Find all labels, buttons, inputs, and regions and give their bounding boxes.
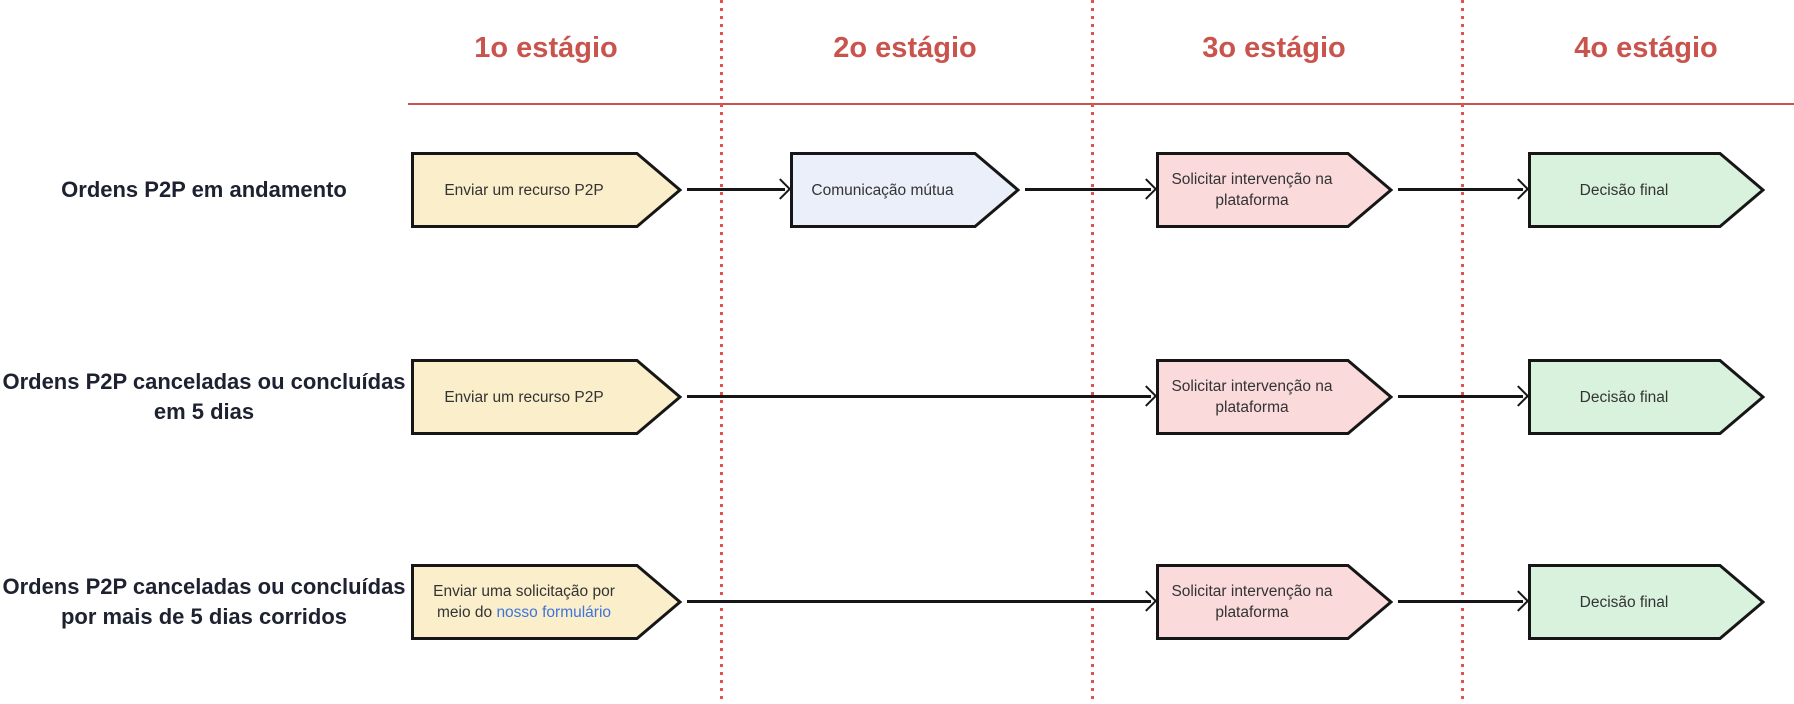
step-text: Solicitar intervenção na plataforma — [1156, 152, 1393, 228]
step-text-line: Decisão final — [1579, 593, 1669, 611]
step-text-line: Solicitar intervenção na — [1171, 583, 1333, 600]
row-label: Ordens P2P canceladas ou concluídas por … — [2, 564, 406, 640]
step-text-line: Decisão final — [1579, 388, 1669, 406]
step-text-line: plataforma — [1215, 192, 1289, 209]
row-label: Ordens P2P canceladas ou concluídas em 5… — [2, 359, 406, 435]
step-box-final-decision: Decisão final — [1528, 359, 1765, 435]
step-text: Decisão final — [1528, 152, 1765, 228]
step-text-line: Enviar uma solicitação por — [433, 583, 615, 600]
pentagon-shape — [411, 359, 682, 435]
step-text-line: plataforma — [1215, 399, 1289, 416]
step-box-final-decision: Decisão final — [1528, 152, 1765, 228]
pentagon-shape — [790, 152, 1020, 228]
step-text-line: Enviar um recurso P2P — [444, 181, 604, 199]
row-label-line: em 5 dias — [153, 399, 255, 424]
step-text: Solicitar intervenção na plataforma — [1156, 564, 1393, 640]
step-text: Enviar um recurso P2P — [411, 152, 682, 228]
pentagon-shape — [1156, 359, 1393, 435]
stage-divider-line-1 — [720, 0, 723, 704]
step-box-final-decision: Decisão final — [1528, 564, 1765, 640]
step-text-line: Comunicação mútua — [811, 181, 954, 199]
row-label-line: Ordens P2P canceladas ou concluídas — [2, 574, 406, 599]
step-text-line: Solicitar intervenção na — [1171, 171, 1333, 188]
step-text-prefix: meio do — [436, 604, 497, 621]
stage-header-4: 4o estágio — [1574, 32, 1718, 64]
pentagon-shape — [1528, 564, 1765, 640]
step-text: Comunicação mútua — [790, 152, 1020, 228]
pentagon-shape — [411, 564, 682, 640]
pentagon-shape — [1156, 152, 1393, 228]
flow-arrow — [1025, 188, 1151, 191]
flow-row-orders-cancelled-within-5-days: Ordens P2P canceladas ou concluídas em 5… — [0, 359, 1794, 435]
step-text: Enviar uma solicitação por meio do nosso… — [411, 564, 682, 640]
step-text-line: meio do nosso formulário — [437, 602, 611, 623]
pentagon-shape — [1156, 564, 1393, 640]
step-box-request-platform-intervention: Solicitar intervenção na plataforma — [1156, 152, 1393, 228]
stage-divider-line-2 — [1091, 0, 1094, 704]
step-box-request-platform-intervention: Solicitar intervenção na plataforma — [1156, 564, 1393, 640]
step-box-send-request-via-form: Enviar uma solicitação por meio do nosso… — [411, 564, 682, 640]
flow-arrow — [687, 188, 785, 191]
flow-row-orders-cancelled-over-5-days: Ordens P2P canceladas ou concluídas por … — [0, 564, 1794, 640]
flow-row-orders-in-progress: Ordens P2P em andamento Enviar um recurs… — [0, 152, 1794, 228]
step-text: Decisão final — [1528, 359, 1765, 435]
stage-header-rule — [408, 103, 1794, 105]
stage-header-1: 1o estágio — [474, 32, 618, 64]
stage-header-2: 2o estágio — [833, 32, 977, 64]
pentagon-shape — [411, 152, 682, 228]
step-box-send-p2p-appeal: Enviar um recurso P2P — [411, 359, 682, 435]
step-box-send-p2p-appeal: Enviar um recurso P2P — [411, 152, 682, 228]
step-text-line: Enviar um recurso P2P — [444, 388, 604, 406]
stage-header-3: 3o estágio — [1202, 32, 1346, 64]
form-link[interactable]: nosso formulário — [496, 604, 612, 621]
step-text: Decisão final — [1528, 564, 1765, 640]
flow-arrow — [1398, 395, 1523, 398]
flow-arrow — [1398, 188, 1523, 191]
step-text: Solicitar intervenção na plataforma — [1156, 359, 1393, 435]
flow-arrow — [687, 600, 1151, 603]
row-label-line: por mais de 5 dias corridos — [60, 604, 348, 629]
row-label-line: Ordens P2P em andamento — [61, 177, 347, 202]
step-text-line: Decisão final — [1579, 181, 1669, 199]
flow-arrow — [1398, 600, 1523, 603]
pentagon-shape — [1528, 359, 1765, 435]
step-box-request-platform-intervention: Solicitar intervenção na plataforma — [1156, 359, 1393, 435]
pentagon-shape — [1528, 152, 1765, 228]
step-box-mutual-communication: Comunicação mútua — [790, 152, 1020, 228]
step-text: Enviar um recurso P2P — [411, 359, 682, 435]
row-label-line: Ordens P2P canceladas ou concluídas — [2, 369, 406, 394]
step-text-line: Solicitar intervenção na — [1171, 378, 1333, 395]
stage-divider-line-3 — [1461, 0, 1464, 704]
flow-arrow — [687, 395, 1151, 398]
row-label: Ordens P2P em andamento — [4, 152, 404, 228]
step-text-line: plataforma — [1215, 604, 1289, 621]
